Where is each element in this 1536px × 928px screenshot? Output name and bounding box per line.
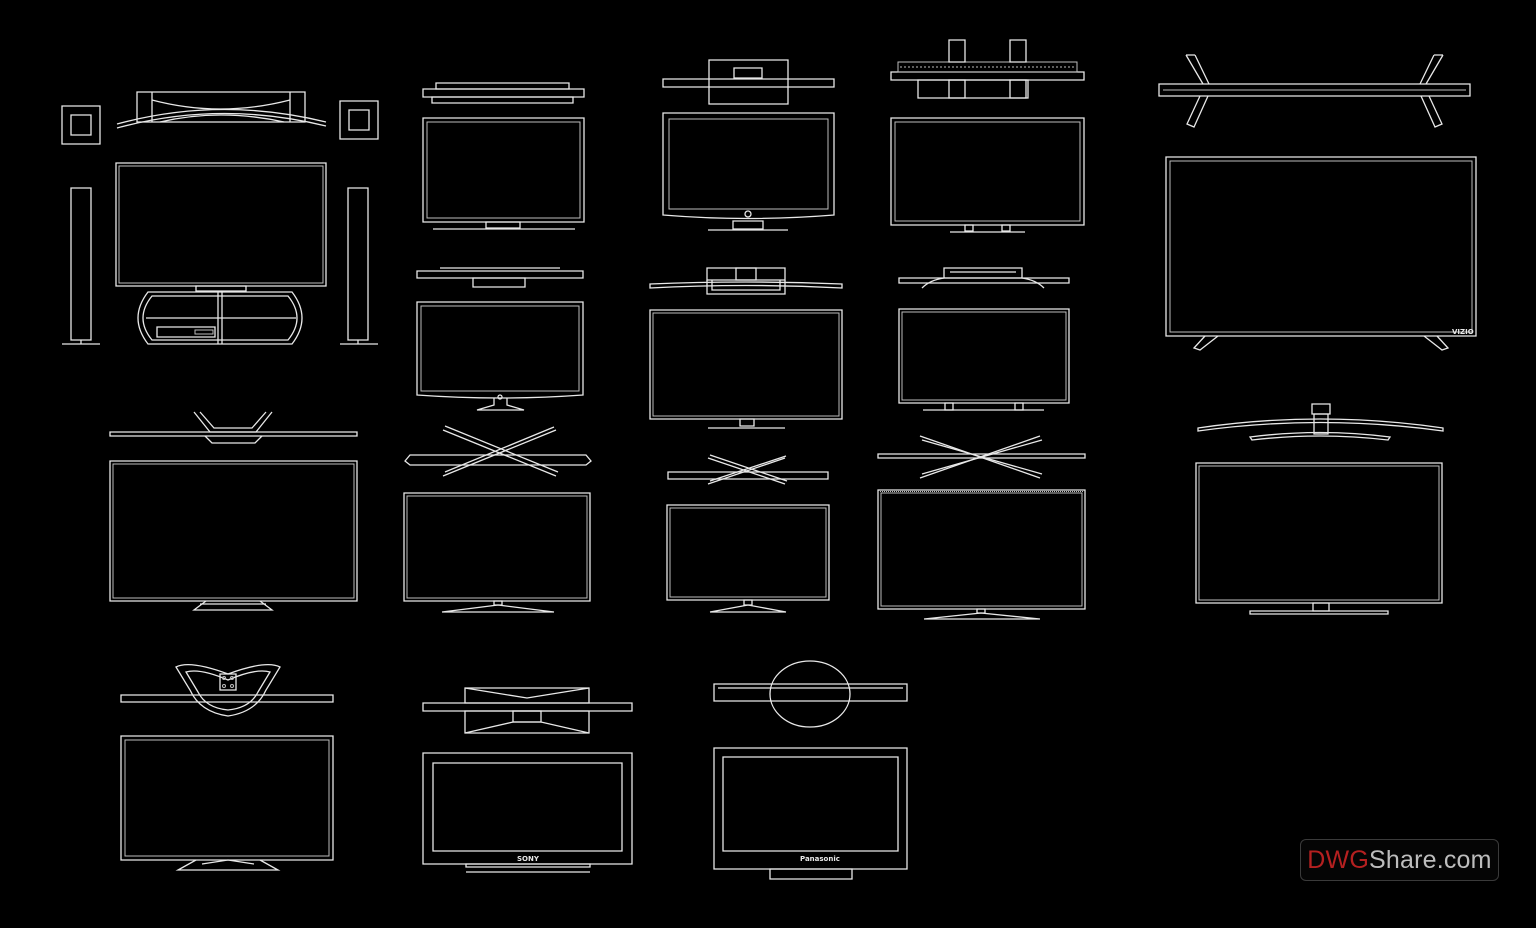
tv-13-top-view <box>1198 404 1443 440</box>
watermark-part-b: Share.com <box>1369 845 1492 874</box>
vizio-logo-text: VIZIO <box>1452 328 1474 336</box>
tv-9-front-view <box>110 461 357 610</box>
tv-8-front-view <box>899 309 1069 410</box>
tv-2-front-view <box>423 118 584 229</box>
tv-vizio-top-view <box>1159 55 1470 127</box>
tv-10-front-view <box>404 493 590 612</box>
tv-3-top-view <box>663 60 834 104</box>
tv-10-top-view <box>405 426 591 476</box>
tv-7-top-view <box>650 268 842 294</box>
sony-logo-text: SONY <box>517 855 540 863</box>
tv-12-front-view <box>878 490 1085 619</box>
tv-2-top-view <box>423 83 584 103</box>
tv-panasonic-top-view <box>714 661 907 727</box>
tv-7-front-view <box>650 310 842 428</box>
home-theater-front-view <box>62 163 378 344</box>
tv-4-top-view <box>891 40 1084 98</box>
tv-4-front-view <box>891 118 1084 232</box>
home-theater-plan-view <box>62 92 378 144</box>
tv-sony-front-view: SONY <box>423 753 632 872</box>
tv-panasonic-front-view: Panasonic <box>714 748 907 879</box>
tv-11-top-view <box>668 455 828 484</box>
tv-sony-top-view <box>423 688 632 733</box>
panasonic-logo-text: Panasonic <box>800 855 840 863</box>
tv-6-front-view <box>417 302 583 410</box>
tv-6-top-view <box>417 268 583 287</box>
tv-14-front-view <box>121 736 333 870</box>
tv-8-top-view <box>899 268 1069 288</box>
tv-14-top-view <box>121 665 333 716</box>
tv-11-front-view <box>667 505 829 612</box>
tv-vizio-front-view: VIZIO <box>1166 157 1476 350</box>
tv-3-front-view <box>663 113 834 230</box>
watermark-part-a: DWG <box>1307 845 1369 874</box>
tv-9-top-view <box>110 412 357 443</box>
tv-12-top-view <box>878 436 1085 478</box>
tv-13-front-view <box>1196 463 1442 614</box>
